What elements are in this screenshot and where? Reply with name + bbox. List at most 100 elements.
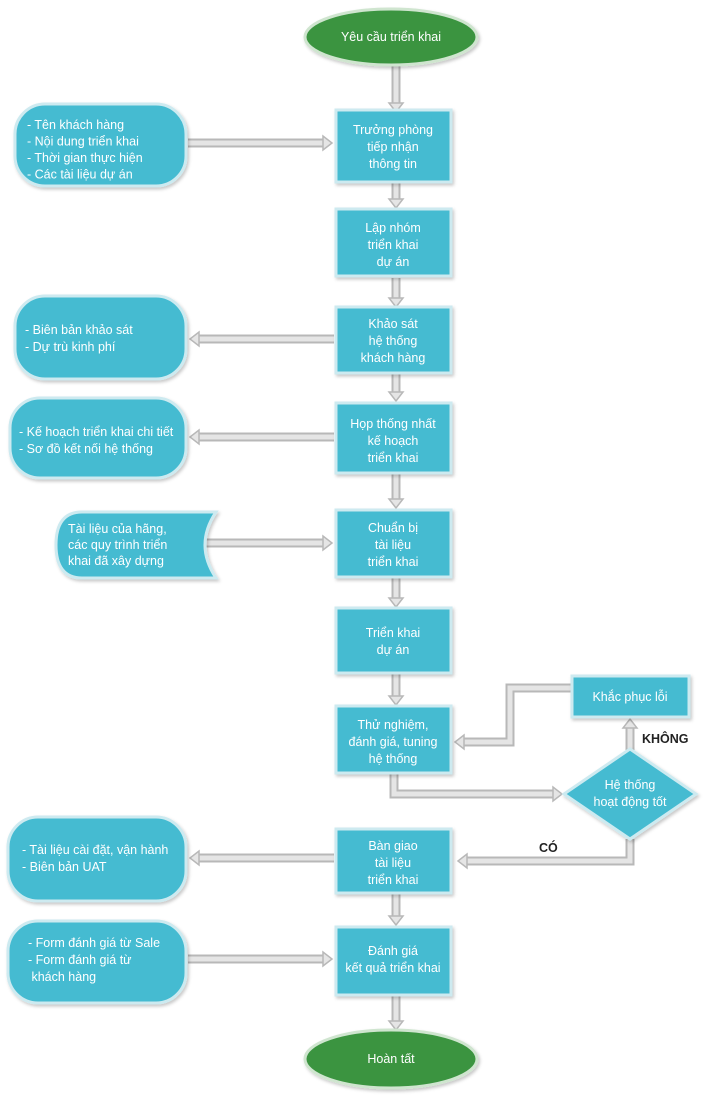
decision-label: Hệ thống hoạt động tốt xyxy=(594,778,668,809)
process-survey-label-line-3: khách hàng xyxy=(361,351,426,365)
end-node: Hoàn tất xyxy=(303,1028,479,1090)
label-no: KHÔNG xyxy=(642,731,689,746)
process-handover-label-line-2: tài liệu xyxy=(375,856,411,870)
process-deploy-label: Triển khai dự án xyxy=(366,626,420,657)
process-handover-label-line-1: Bàn giao xyxy=(368,839,417,853)
side-install-docs: - Tài liệu cài đặt, vận hành - Biên bản U… xyxy=(6,815,188,903)
arrow-start-to-receive-head xyxy=(387,102,405,114)
decision-system-ok: Hệ thống hoạt động tốt xyxy=(561,747,699,841)
process-team-label-line-1: Lập nhóm xyxy=(365,221,421,235)
process-survey: Khảo sát hệ thống khách hàng xyxy=(334,305,453,375)
start-node: Yêu cầu triển khai xyxy=(303,7,479,67)
side-install-docs-label-line-1: - Tài liệu cài đặt, vận hành xyxy=(22,843,168,857)
side-evaluation-forms-label-line-3: khách hàng xyxy=(28,970,96,984)
arrow-meeting-to-plan-docs-head xyxy=(188,428,200,446)
process-receive-label-line-2: tiếp nhận xyxy=(367,140,418,154)
decision-label-line-1: Hệ thống xyxy=(605,778,656,792)
side-customer-info-label-line-4: - Các tài liệu dự án xyxy=(27,168,133,182)
side-survey-docs: - Biên bản khảo sát - Dự trù kinh phí xyxy=(13,294,188,381)
arrow-fix-to-test-fill xyxy=(464,685,571,745)
process-evaluate-label-line-1: Đánh giá xyxy=(368,944,418,958)
arrow-evaluation-forms-to-evaluate-head xyxy=(322,950,334,968)
end-label: Hoàn tất xyxy=(367,1052,415,1066)
label-yes: CÓ xyxy=(539,840,558,855)
process-deploy-label-line-2: dự án xyxy=(377,643,410,657)
process-prepare-label-line-1: Chuẩn bị xyxy=(368,521,418,535)
process-prepare-label: Chuẩn bị tài liệu triển khai xyxy=(368,521,419,569)
side-customer-info-label-line-3: - Thời gian thực hiện xyxy=(27,151,143,165)
arrow-prepare-to-deploy-head xyxy=(387,597,405,609)
side-plan-docs: - Kế hoạch triển khai chi tiết- Sơ đồ kế… xyxy=(8,396,188,480)
process-team-label-line-2: triển khai xyxy=(368,238,419,252)
process-meeting-label-line-2: kế hoạch xyxy=(368,434,419,448)
side-vendor-docs-label-line-1: Tài liệu của hãng, xyxy=(68,522,167,536)
process-fix-label: Khắc phục lỗi xyxy=(592,689,667,704)
process-receive-label-line-1: Trưởng phòng xyxy=(353,123,433,137)
process-team-label: Lập nhóm triển khai dự án xyxy=(365,221,421,269)
arrow-decision-yes-to-handover-head xyxy=(456,852,468,870)
side-customer-info-label-line-2: - Nội dung triển khai xyxy=(27,135,139,149)
arrow-handover-to-evaluate-head xyxy=(387,915,405,927)
process-test-label-line-2: đánh giá, tuning xyxy=(349,735,438,749)
process-survey-label-line-2: hệ thống xyxy=(369,334,418,348)
decision-label-line-2: hoạt động tốt xyxy=(594,795,668,809)
process-test-label-line-1: Thử nghiệm, xyxy=(358,718,429,732)
process-team-label-line-3: dự án xyxy=(377,255,410,269)
arrow-decision-yes-to-handover-fill xyxy=(467,839,633,864)
arrow-team-to-survey-head xyxy=(387,297,405,309)
arrow-test-to-decision-outline xyxy=(389,774,553,799)
process-handover: Bàn giao tài liệu triển khai xyxy=(334,827,453,895)
process-prepare-label-line-3: triển khai xyxy=(368,555,419,569)
process-survey-label: Khảo sát hệ thống khách hàng xyxy=(361,317,426,365)
process-receive-label-line-3: thông tin xyxy=(369,157,417,171)
arrow-handover-to-install-docs-head xyxy=(188,849,200,867)
arrow-test-to-decision-head xyxy=(552,785,564,803)
process-test-label: Thử nghiệm, đánh giá, tuning hệ thống xyxy=(349,718,438,766)
process-meeting: Họp thống nhất kế hoạch triển khai xyxy=(334,401,453,475)
arrow-customer-info-to-receive-head xyxy=(322,134,334,152)
process-deploy: Triển khai dự án xyxy=(334,606,453,675)
process-handover-label: Bàn giao tài liệu triển khai xyxy=(368,839,419,887)
side-survey-docs-label: - Biên bản khảo sát - Dự trù kinh phí xyxy=(25,323,133,354)
process-deploy-label-line-1: Triển khai xyxy=(366,626,420,640)
side-evaluation-forms: - Form đánh giá từ Sale - Form đánh giá t… xyxy=(6,919,188,1005)
process-handover-label-line-3: triển khai xyxy=(368,873,419,887)
process-prepare-label-line-2: tài liệu xyxy=(375,538,411,552)
process-test-label-line-3: hệ thống xyxy=(369,752,418,766)
process-evaluate-label-line-2: kết quả triển khai xyxy=(345,961,440,975)
process-survey-label-line-1: Khảo sát xyxy=(368,317,418,331)
process-test: Thử nghiệm, đánh giá, tuning hệ thống xyxy=(334,704,453,775)
connectors xyxy=(188,60,639,1032)
arrow-survey-to-meeting-head xyxy=(387,391,405,403)
arrow-evaluate-to-end-head xyxy=(387,1020,405,1032)
side-evaluation-forms-label-line-1: - Form đánh giá từ Sale xyxy=(28,936,160,950)
process-team: Lập nhóm triển khai dự án xyxy=(334,207,453,278)
side-survey-docs-label-line-2: - Dự trù kinh phí xyxy=(25,340,116,354)
process-receive-label: Trưởng phòng tiếp nhận thông tin xyxy=(353,123,433,171)
process-prepare: Chuẩn bị tài liệu triển khai xyxy=(334,508,453,579)
process-fix: Khắc phục lỗi xyxy=(570,674,691,719)
process-meeting-label: Họp thống nhất kế hoạch triển khai xyxy=(350,417,436,465)
process-evaluate-label: Đánh giá kết quả triển khai xyxy=(345,944,440,975)
side-vendor-docs-label-line-3: khai đã xây dựng xyxy=(68,554,164,568)
side-evaluation-forms-label-line-2: - Form đánh giá từ xyxy=(28,953,132,967)
arrow-survey-to-survey-docs-head xyxy=(188,330,200,348)
start-label: Yêu cầu triển khai xyxy=(341,30,441,44)
side-vendor-docs-label-line-2: các quy trình triển xyxy=(68,538,167,552)
arrow-receive-to-team-head xyxy=(387,198,405,210)
arrow-test-to-decision-fill xyxy=(391,774,553,797)
arrow-fix-to-test-head xyxy=(453,733,465,751)
side-plan-docs-label-line-2: - Sơ đồ kết nối hệ thống xyxy=(19,442,153,456)
side-customer-info-label-line-1: - Tên khách hàng xyxy=(27,118,124,132)
process-meeting-label-line-3: triển khai xyxy=(368,451,419,465)
process-evaluate: Đánh giá kết quả triển khai xyxy=(334,925,453,997)
side-survey-docs-label-line-1: - Biên bản khảo sát xyxy=(25,323,133,337)
side-install-docs-label-line-2: - Biên bản UAT xyxy=(22,860,107,874)
process-meeting-label-line-1: Họp thống nhất xyxy=(350,417,436,431)
side-vendor-docs-label: Tài liệu của hãng, các quy trình triển kha… xyxy=(68,522,167,568)
arrow-vendor-docs-to-prepare-head xyxy=(322,534,334,552)
arrow-fix-to-test-outline xyxy=(464,683,571,747)
arrow-decision-no-to-fix-head xyxy=(621,717,639,729)
side-customer-info-label: - Tên khách hàng - Nội dung triển khai - T… xyxy=(27,118,143,182)
